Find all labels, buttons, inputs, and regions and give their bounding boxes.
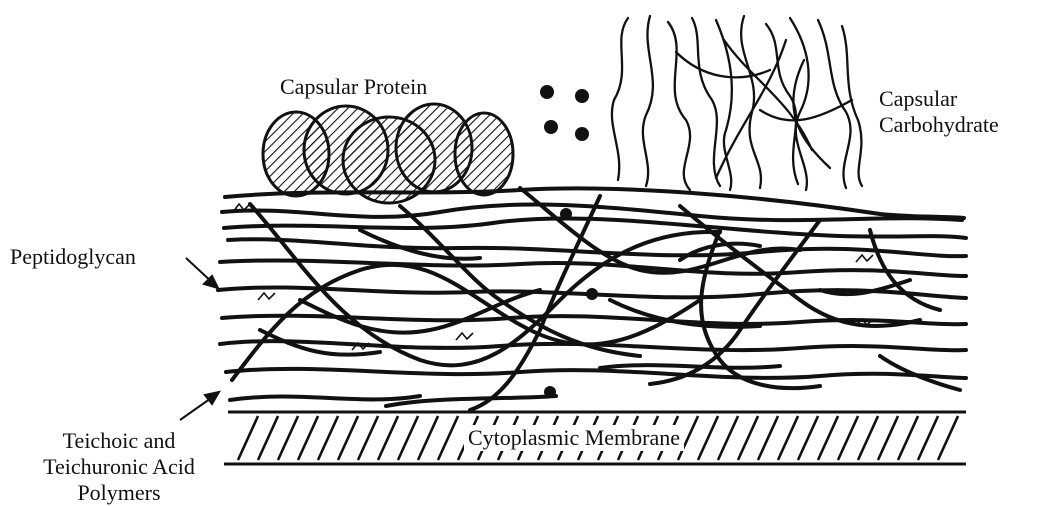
teichoic-line1: Teichoic and: [14, 428, 224, 454]
capsular-carbohydrate-line2: Carbohydrate: [879, 112, 999, 138]
soluble-molecule-dots: [540, 85, 598, 398]
capsular-protein-globules: [263, 104, 513, 203]
capsular-carbohydrate-line1: Capsular: [879, 86, 999, 112]
teichoic-acid-label: Teichoic and Teichuronic Acid Polymers: [14, 428, 224, 506]
dot: [575, 89, 589, 103]
teichoic-line2: Teichuronic Acid: [14, 454, 224, 480]
capsular-carbohydrate-strands: [612, 16, 862, 190]
teichoic-arrowhead: [205, 392, 219, 404]
peptidoglycan-label: Peptidoglycan: [10, 244, 136, 270]
capsular-carbohydrate-label: Capsular Carbohydrate: [879, 86, 999, 138]
dot: [540, 85, 554, 99]
protein-globule: [343, 117, 435, 203]
dot: [544, 120, 558, 134]
teichoic-line3: Polymers: [14, 480, 224, 506]
protein-globule: [455, 113, 513, 195]
capsular-protein-label: Capsular Protein: [280, 74, 427, 100]
cytoplasmic-membrane-label: Cytoplasmic Membrane: [464, 425, 684, 451]
dot: [575, 127, 589, 141]
